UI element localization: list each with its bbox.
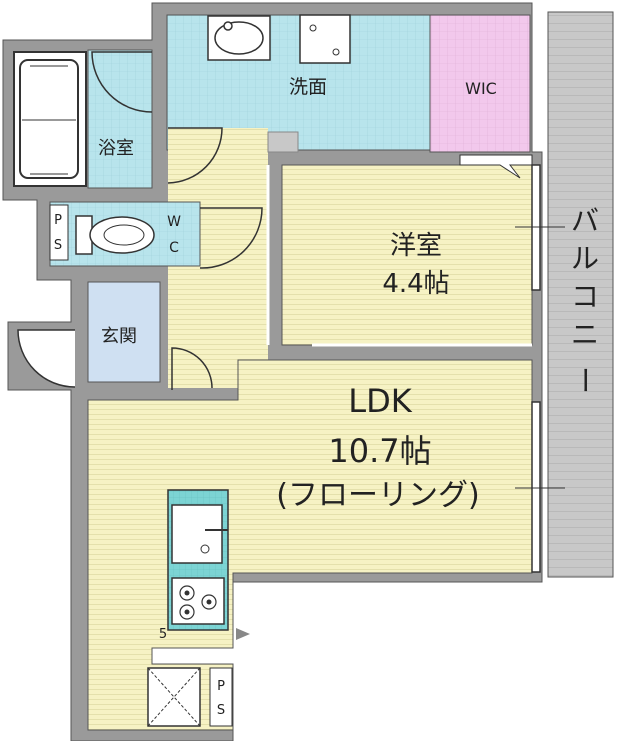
balcony	[547, 11, 614, 578]
wic-floor	[429, 14, 531, 153]
window-handle-upper	[515, 212, 565, 242]
balcony-char: ル	[571, 242, 599, 275]
hallway-door	[167, 127, 223, 184]
window-handle-lower	[515, 473, 565, 503]
kitchen-mark: 5	[159, 627, 167, 642]
ps-upper-s: S	[54, 238, 62, 253]
entrance-label: 玄関	[101, 326, 137, 347]
sink-icon	[171, 504, 228, 564]
interior-walls	[266, 165, 532, 347]
toilet-icon	[75, 215, 155, 255]
washbasin-icon	[207, 15, 271, 61]
balcony-char: バ	[571, 204, 599, 237]
ldk-label: LDK	[348, 382, 412, 420]
ldk-floor-label: (フローリング)	[276, 478, 479, 513]
washroom-label: 洗面	[289, 76, 327, 98]
refrigerator-space-icon	[147, 667, 201, 727]
ps-upper-p: P	[54, 213, 62, 228]
ldk-door	[171, 347, 213, 390]
bathroom-label: 浴室	[98, 138, 134, 159]
arrow-marker-icon	[236, 628, 250, 640]
bathroom-door	[91, 51, 153, 113]
wc-label-c: C	[169, 240, 179, 256]
entrance-floor	[87, 281, 161, 383]
stove-icon	[171, 577, 225, 625]
wc-door	[199, 207, 263, 269]
washing-machine-pan-icon	[299, 14, 351, 64]
western-room-label: 洋室	[390, 231, 442, 261]
ldk-floor	[87, 359, 533, 731]
wic-label: WIC	[465, 79, 497, 98]
western-room-size: 4.4帖	[382, 269, 449, 299]
ldk-size: 10.7帖	[328, 432, 431, 470]
wc-label-w: W	[167, 214, 181, 230]
bathroom-floor	[87, 49, 153, 189]
ps-lower-s: S	[217, 703, 225, 718]
balcony-char: コ	[571, 280, 599, 313]
closet-door	[459, 154, 533, 179]
vent-grille	[267, 131, 299, 153]
bathtub-basin	[19, 59, 79, 179]
ps-lower-box	[209, 667, 233, 727]
balcony-char-dash: ー	[568, 366, 601, 394]
ps-upper-box	[49, 204, 69, 261]
ps-lower-p: P	[217, 679, 225, 694]
balcony-char: ニ	[571, 318, 599, 351]
entrance-door	[17, 329, 76, 388]
